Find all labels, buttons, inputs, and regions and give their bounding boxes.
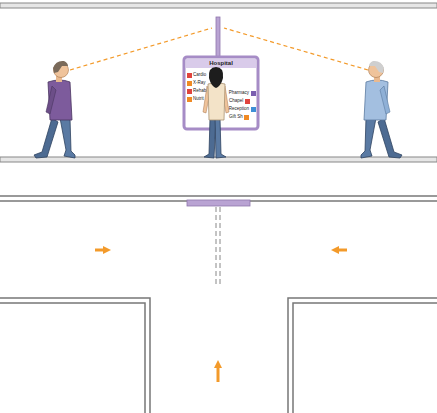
- drawing-part: [34, 118, 58, 158]
- man-right: [361, 61, 402, 158]
- drawing-part: [380, 86, 390, 114]
- drawing-part: [369, 61, 384, 73]
- sign-entry: Chapel: [229, 99, 243, 104]
- hospital-sign: HospitalCardioX-RayRehabNutrit PharmacyCh…: [184, 57, 258, 129]
- wall: [0, 303, 145, 413]
- drawing-part: [204, 118, 216, 158]
- sign-entry: Cardio: [193, 73, 206, 78]
- ceiling: [0, 3, 437, 8]
- color-tag: [187, 81, 192, 86]
- drawing-part: [209, 67, 223, 88]
- sign-entry: Rehab: [193, 89, 206, 94]
- wall: [0, 298, 150, 413]
- drawing-part: [60, 118, 75, 158]
- flow-arrow: [217, 364, 220, 382]
- sight-line: [70, 28, 212, 70]
- sign-entry: X-Ray: [193, 81, 206, 86]
- sight-line: [224, 28, 368, 70]
- wall: [0, 195, 437, 197]
- wall: [288, 298, 437, 413]
- color-tag: [251, 107, 256, 112]
- sign-entry: Reception: [229, 107, 249, 112]
- sign-plan-dash: [216, 207, 217, 285]
- sign-header: [186, 59, 256, 68]
- color-tag: [244, 115, 249, 120]
- flow-arrow: [335, 249, 347, 252]
- drawing-part: [208, 83, 225, 121]
- man-left: [34, 61, 75, 158]
- drawing-part: [361, 118, 376, 158]
- sign-pole: [216, 17, 220, 58]
- drawing-part: [215, 118, 226, 158]
- sign-panel: [184, 57, 258, 129]
- sign-plan-dash: [220, 207, 221, 285]
- color-tag: [187, 73, 192, 78]
- sign-title: Hospital: [209, 60, 233, 66]
- flow-arrow: [95, 249, 107, 252]
- sign-entry: Nutrit: [193, 97, 204, 102]
- sign-entry: Pharmacy: [229, 91, 249, 96]
- wall: [293, 303, 437, 413]
- color-tag: [245, 99, 250, 104]
- color-tag: [251, 91, 256, 96]
- color-tag: [187, 97, 192, 102]
- color-tag: [187, 89, 192, 94]
- drawing-part: [378, 118, 402, 158]
- drawing-part: [46, 86, 56, 114]
- sign-entry: Gift Sh: [229, 115, 243, 120]
- drawing-part: [53, 61, 68, 73]
- woman-back: [203, 67, 229, 158]
- sign-plan: [187, 200, 250, 206]
